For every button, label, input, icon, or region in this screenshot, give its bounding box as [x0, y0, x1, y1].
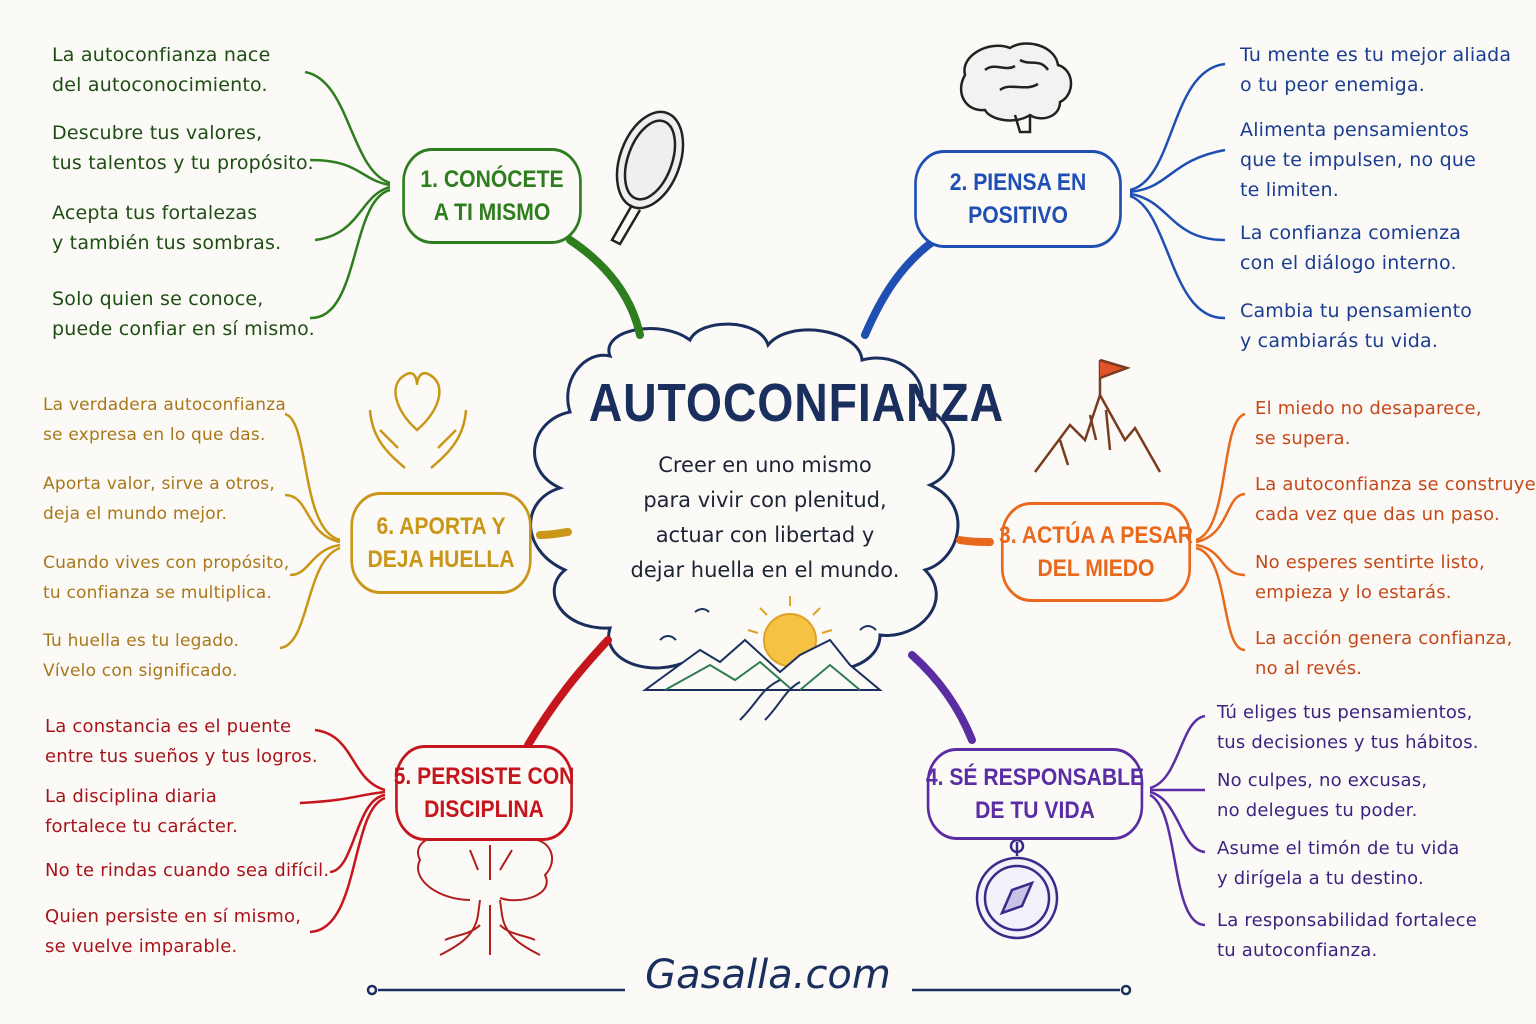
branch-6-item: La verdadera autoconfianza se expresa en…: [43, 395, 286, 445]
branch-6-item: Cuando vives con propósito, tu confianza…: [43, 553, 290, 603]
branch-6-item: Tu huella es tu legado. Vívelo con signi…: [43, 631, 240, 681]
brand-footer: Gasalla.com: [645, 952, 891, 998]
branch-6-connector: [536, 528, 572, 539]
hand-mirror-icon: [610, 110, 685, 246]
branch-4-item: Tú eliges tus pensamientos, tus decision…: [1217, 702, 1479, 753]
branch-1-item: Solo quien se conoce, puede confiar en s…: [52, 288, 315, 340]
branch-2-item: La confianza comienza con el diálogo int…: [1240, 222, 1462, 274]
branch-node-1: 1. CONÓCETE A TI MISMO: [402, 148, 582, 244]
branch-5-connector: [524, 636, 612, 749]
branch-2-item: Alimenta pensamientos que te impulsen, n…: [1240, 119, 1476, 201]
branch-4-item: La responsabilidad fortalece tu autoconf…: [1217, 910, 1478, 961]
tree-icon: [417, 824, 554, 956]
branch-5-item: La constancia es el puente entre tus sue…: [45, 716, 318, 767]
branch-1-connector: [566, 236, 644, 339]
branch-5-item: Quien persiste en sí mismo, se vuelve im…: [45, 906, 302, 957]
center-title: AUTOCONFIANZA: [588, 373, 1005, 433]
branch-3-connector: [956, 536, 994, 546]
branch-node-2: 2. PIENSA EN POSITIVO: [914, 150, 1122, 248]
branch-5-leaf-lines: [299, 728, 386, 934]
branch-1-leaf-lines: [304, 70, 391, 320]
branch-3-leaf-lines: [1195, 412, 1246, 652]
branch-3-item: El miedo no desaparece, se supera.: [1255, 398, 1482, 449]
branch-node-3: 3. ACTÚA A PESAR DEL MIEDO: [999, 502, 1193, 602]
branch-node-6: 6. APORTA Y DEJA HUELLA: [350, 492, 532, 594]
branch-1-item: La autoconfianza nace del autoconocimien…: [52, 44, 271, 96]
brain-icon: [959, 42, 1073, 134]
branch-6-item: Aporta valor, sirve a otros, deja el mun…: [43, 474, 275, 524]
branch-5-item: La disciplina diaria fortalece tu caráct…: [45, 786, 239, 837]
center-subtitle: Creer en uno mismo para vivir con plenit…: [630, 453, 900, 582]
branch-6-leaf-lines: [279, 412, 341, 650]
branch-4-item: No culpes, no excusas, no delegues tu po…: [1217, 770, 1428, 821]
branch-2-leaf-lines: [1129, 62, 1226, 320]
compass-icon: [975, 838, 1059, 940]
branch-4-connector: [908, 651, 976, 744]
branch-node-5: 5. PERSISTE CON DISCIPLINA: [394, 745, 574, 841]
branch-3-item: La autoconfianza se construye cada vez q…: [1255, 474, 1536, 525]
branch-4-leaf-lines: [1149, 714, 1206, 927]
branch-3-item: No esperes sentirte listo, empieza y lo …: [1255, 552, 1485, 603]
mountain-flag-icon: [1033, 358, 1162, 473]
branch-2-item: Tu mente es tu mejor aliada o tu peor en…: [1240, 44, 1512, 96]
branch-5-item: No te rindas cuando sea difícil.: [45, 860, 330, 881]
branch-4-item: Asume el timón de tu vida y dirígela a t…: [1217, 838, 1460, 889]
branch-1-item: Acepta tus fortalezas y también tus somb…: [52, 202, 282, 254]
branch-2-item: Cambia tu pensamiento y cambiarás tu vid…: [1240, 300, 1473, 352]
footer-divider: [366, 984, 1132, 996]
branch-3-item: La acción genera confianza, no al revés.: [1255, 628, 1513, 679]
branch-node-4: 4. SÉ RESPONSABLE DE TU VIDA: [926, 748, 1144, 840]
heart-hands-icon: [368, 372, 468, 469]
branch-1-item: Descubre tus valores, tus talentos y tu …: [52, 122, 314, 174]
mountain-sunrise-icon: [641, 596, 883, 721]
branch-2-connector: [861, 236, 939, 339]
